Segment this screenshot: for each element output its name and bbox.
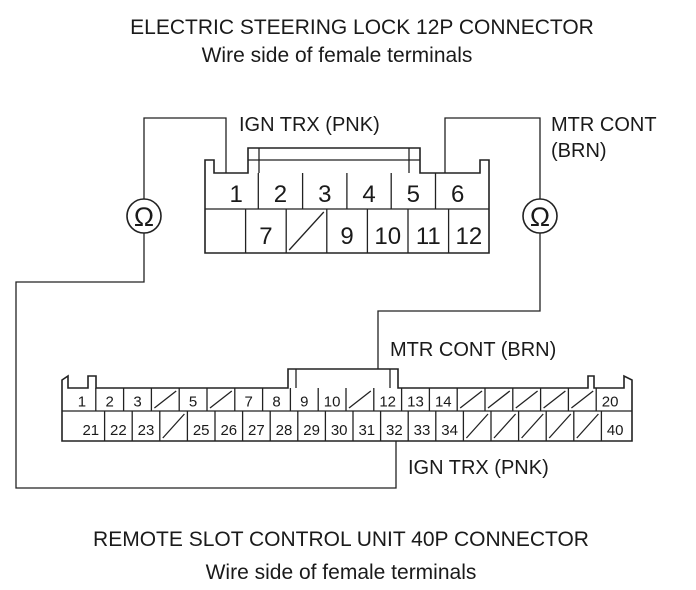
blank-cavity: [162, 413, 185, 439]
blank-cavity: [548, 413, 572, 439]
terminal-number: 28: [276, 422, 293, 439]
mtr-cont-top-label-line2: (BRN): [551, 140, 607, 162]
terminal-number: 21: [82, 422, 99, 439]
blank-cavity: [521, 413, 544, 439]
blank-cavity: [515, 390, 538, 409]
terminal-number: 3: [133, 393, 141, 410]
blank-cavity: [288, 211, 325, 251]
terminal-number: 7: [245, 393, 253, 410]
connector-40p-row2: 21 22 23 25 26 27 28 29 30 31 32 33 34 40: [82, 411, 624, 441]
ohmmeter-left: Ω: [126, 198, 162, 234]
terminal-number: 10: [324, 393, 341, 410]
blank-cavity: [487, 390, 511, 409]
terminal-number: 8: [272, 393, 280, 410]
remote-unit-subtitle: Wire side of female terminals: [206, 561, 477, 584]
terminal-number: 25: [193, 422, 210, 439]
terminal-number: 1: [229, 181, 242, 208]
blank-cavity: [154, 390, 177, 409]
terminal-number: 33: [414, 422, 431, 439]
terminal-number: 7: [259, 223, 272, 250]
mtr-cont-bottom-label: MTR CONT (BRN): [390, 339, 556, 361]
ohmmeter-right: Ω: [522, 198, 558, 234]
connector-40p-housing: [61, 368, 633, 442]
blank-cavity: [493, 413, 517, 439]
terminal-number: 11: [416, 223, 441, 250]
terminal-number: 9: [340, 223, 353, 250]
terminal-number: 12: [379, 393, 396, 410]
blank-cavity: [465, 413, 489, 439]
ohm-icon: Ω: [134, 202, 154, 232]
terminal-number: 29: [303, 422, 320, 439]
terminal-number: 2: [274, 181, 287, 208]
terminal-number: 5: [189, 393, 197, 410]
terminal-number: 40: [607, 422, 624, 439]
blank-cavity: [459, 390, 483, 409]
terminal-number: 30: [331, 422, 348, 439]
terminal-number: 9: [300, 393, 308, 410]
blank-cavity: [348, 390, 372, 409]
mtr-cont-top-label-line1: MTR CONT: [551, 114, 657, 136]
steering-lock-subtitle: Wire side of female terminals: [202, 44, 473, 67]
connector-12p-row2: 7 9 10 11 12: [244, 209, 483, 253]
wires: [15, 117, 541, 489]
steering-lock-title: ELECTRIC STEERING LOCK 12P CONNECTOR: [130, 16, 594, 39]
terminal-number: 12: [456, 223, 483, 250]
terminal-number: 5: [407, 181, 420, 208]
terminal-number: 26: [220, 422, 237, 439]
terminal-number: 10: [374, 223, 401, 250]
terminal-number: 27: [248, 422, 265, 439]
connector-12p-row1: 1 2 3 4 5 6: [229, 173, 464, 209]
ign-trx-bottom-label: IGN TRX (PNK): [408, 457, 549, 479]
terminal-number: 1: [78, 393, 86, 410]
blank-cavity: [543, 390, 566, 409]
ign-trx-wire-bottom: [15, 233, 397, 489]
terminal-number: 14: [435, 393, 452, 410]
terminal-number: 4: [362, 181, 375, 208]
ign-trx-top-label: IGN TRX (PNK): [239, 114, 380, 136]
terminal-number: 32: [386, 422, 403, 439]
blank-cavity: [209, 390, 233, 409]
terminal-number: 13: [407, 393, 424, 410]
remote-unit-title: REMOTE SLOT CONTROL UNIT 40P CONNECTOR: [93, 528, 589, 551]
terminal-number: 22: [110, 422, 127, 439]
mtr-cont-wire-top: [444, 117, 541, 199]
ign-trx-wire-top: [143, 117, 227, 199]
terminal-number: 20: [602, 393, 619, 410]
blank-cavity: [576, 413, 599, 439]
ohm-icon: Ω: [530, 202, 550, 232]
terminal-number: 23: [138, 422, 155, 439]
terminal-number: 3: [318, 181, 331, 208]
terminal-number: 34: [441, 422, 458, 439]
mtr-cont-wire-bottom: [377, 233, 541, 388]
terminal-number: 6: [451, 181, 464, 208]
blank-cavity: [571, 390, 594, 409]
terminal-number: 31: [358, 422, 375, 439]
terminal-number: 2: [106, 393, 114, 410]
